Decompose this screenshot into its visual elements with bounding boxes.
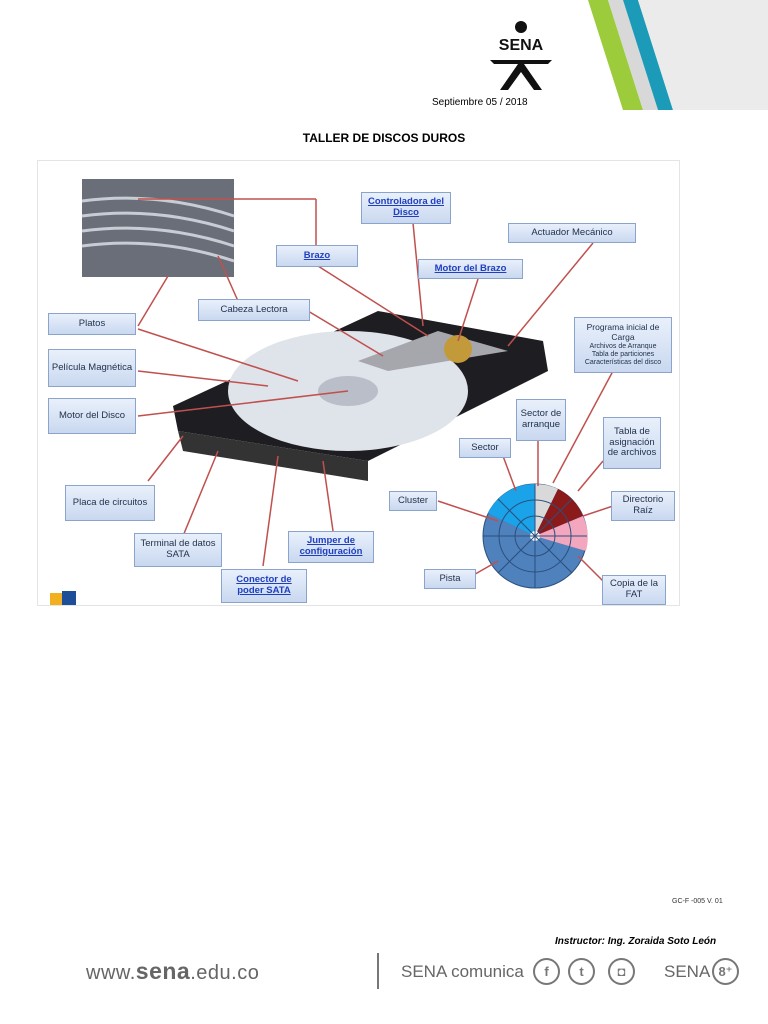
document-title: TALLER DE DISCOS DUROS: [302, 131, 466, 145]
label-directorio: Directorio Raíz: [611, 491, 675, 521]
hard-disk-diagram: Controladora del Disco Actuador Mecánico…: [37, 160, 680, 606]
label-controladora[interactable]: Controladora del Disco: [361, 192, 451, 224]
label-actuador: Actuador Mecánico: [508, 223, 636, 243]
sena-gplus-label: SENA: [664, 962, 711, 981]
label-cluster: Cluster: [389, 491, 437, 511]
label-terminal-sata: Terminal de datos SATA: [134, 533, 222, 567]
document-code: GC-F -005 V. 01: [672, 898, 723, 905]
programa-title: Programa inicial de Carga: [586, 322, 660, 342]
label-conector-poder[interactable]: Conector de poder SATA: [221, 569, 307, 603]
instagram-icon[interactable]: ◘: [608, 958, 635, 985]
label-copia-fat: Copia de la FAT: [602, 575, 666, 605]
footer-divider: [377, 953, 379, 989]
google-plus-icon[interactable]: 8⁺: [712, 958, 739, 985]
instructor-name: Instructor: Ing. Zoraida Soto León: [555, 936, 717, 947]
label-tabla-asignacion: Tabla de asignación de archivos: [603, 417, 661, 469]
url-brand: sena: [135, 958, 191, 984]
disk-arm: [358, 331, 508, 371]
facebook-icon[interactable]: f: [533, 958, 560, 985]
programa-line-1: Archivos de Arranque: [589, 342, 657, 350]
label-pelicula: Película Magnética: [48, 349, 136, 387]
sena-logo-text: SENA: [499, 37, 544, 54]
label-programa-carga: Programa inicial de Carga Archivos de Ar…: [574, 317, 672, 373]
footer-website[interactable]: www.sena.edu.co: [86, 958, 259, 985]
sena-comunica: SENA comunica: [401, 962, 524, 981]
programa-line-2: Tabla de particiones: [591, 350, 655, 358]
label-brazo[interactable]: Brazo: [276, 245, 358, 267]
label-jumper[interactable]: Jumper de configuración: [288, 531, 374, 563]
label-cabeza: Cabeza Lectora: [198, 299, 310, 321]
label-sector: Sector: [459, 438, 511, 458]
label-pista: Pista: [424, 569, 476, 589]
programa-line-3: Características del disco: [584, 358, 662, 366]
sena-logo: SENA: [490, 21, 552, 90]
url-prefix: www.: [86, 962, 136, 984]
label-placa: Placa de circuitos: [65, 485, 155, 521]
twitter-icon[interactable]: t: [568, 958, 595, 985]
header-corner-decoration: [588, 0, 768, 110]
label-motor-disco: Motor del Disco: [48, 398, 136, 434]
label-motor-brazo[interactable]: Motor del Brazo: [418, 259, 523, 279]
url-suffix: .edu.co: [190, 962, 260, 984]
label-sector-arranque: Sector de arranque: [516, 399, 566, 441]
label-platos: Platos: [48, 313, 136, 335]
corner-square-blue: [62, 591, 76, 605]
diagram-artwork: [81, 179, 614, 589]
corner-square-yellow: [50, 593, 62, 605]
partition-wheel: [482, 483, 588, 589]
document-date: Septiembre 05 / 2018: [432, 97, 528, 108]
